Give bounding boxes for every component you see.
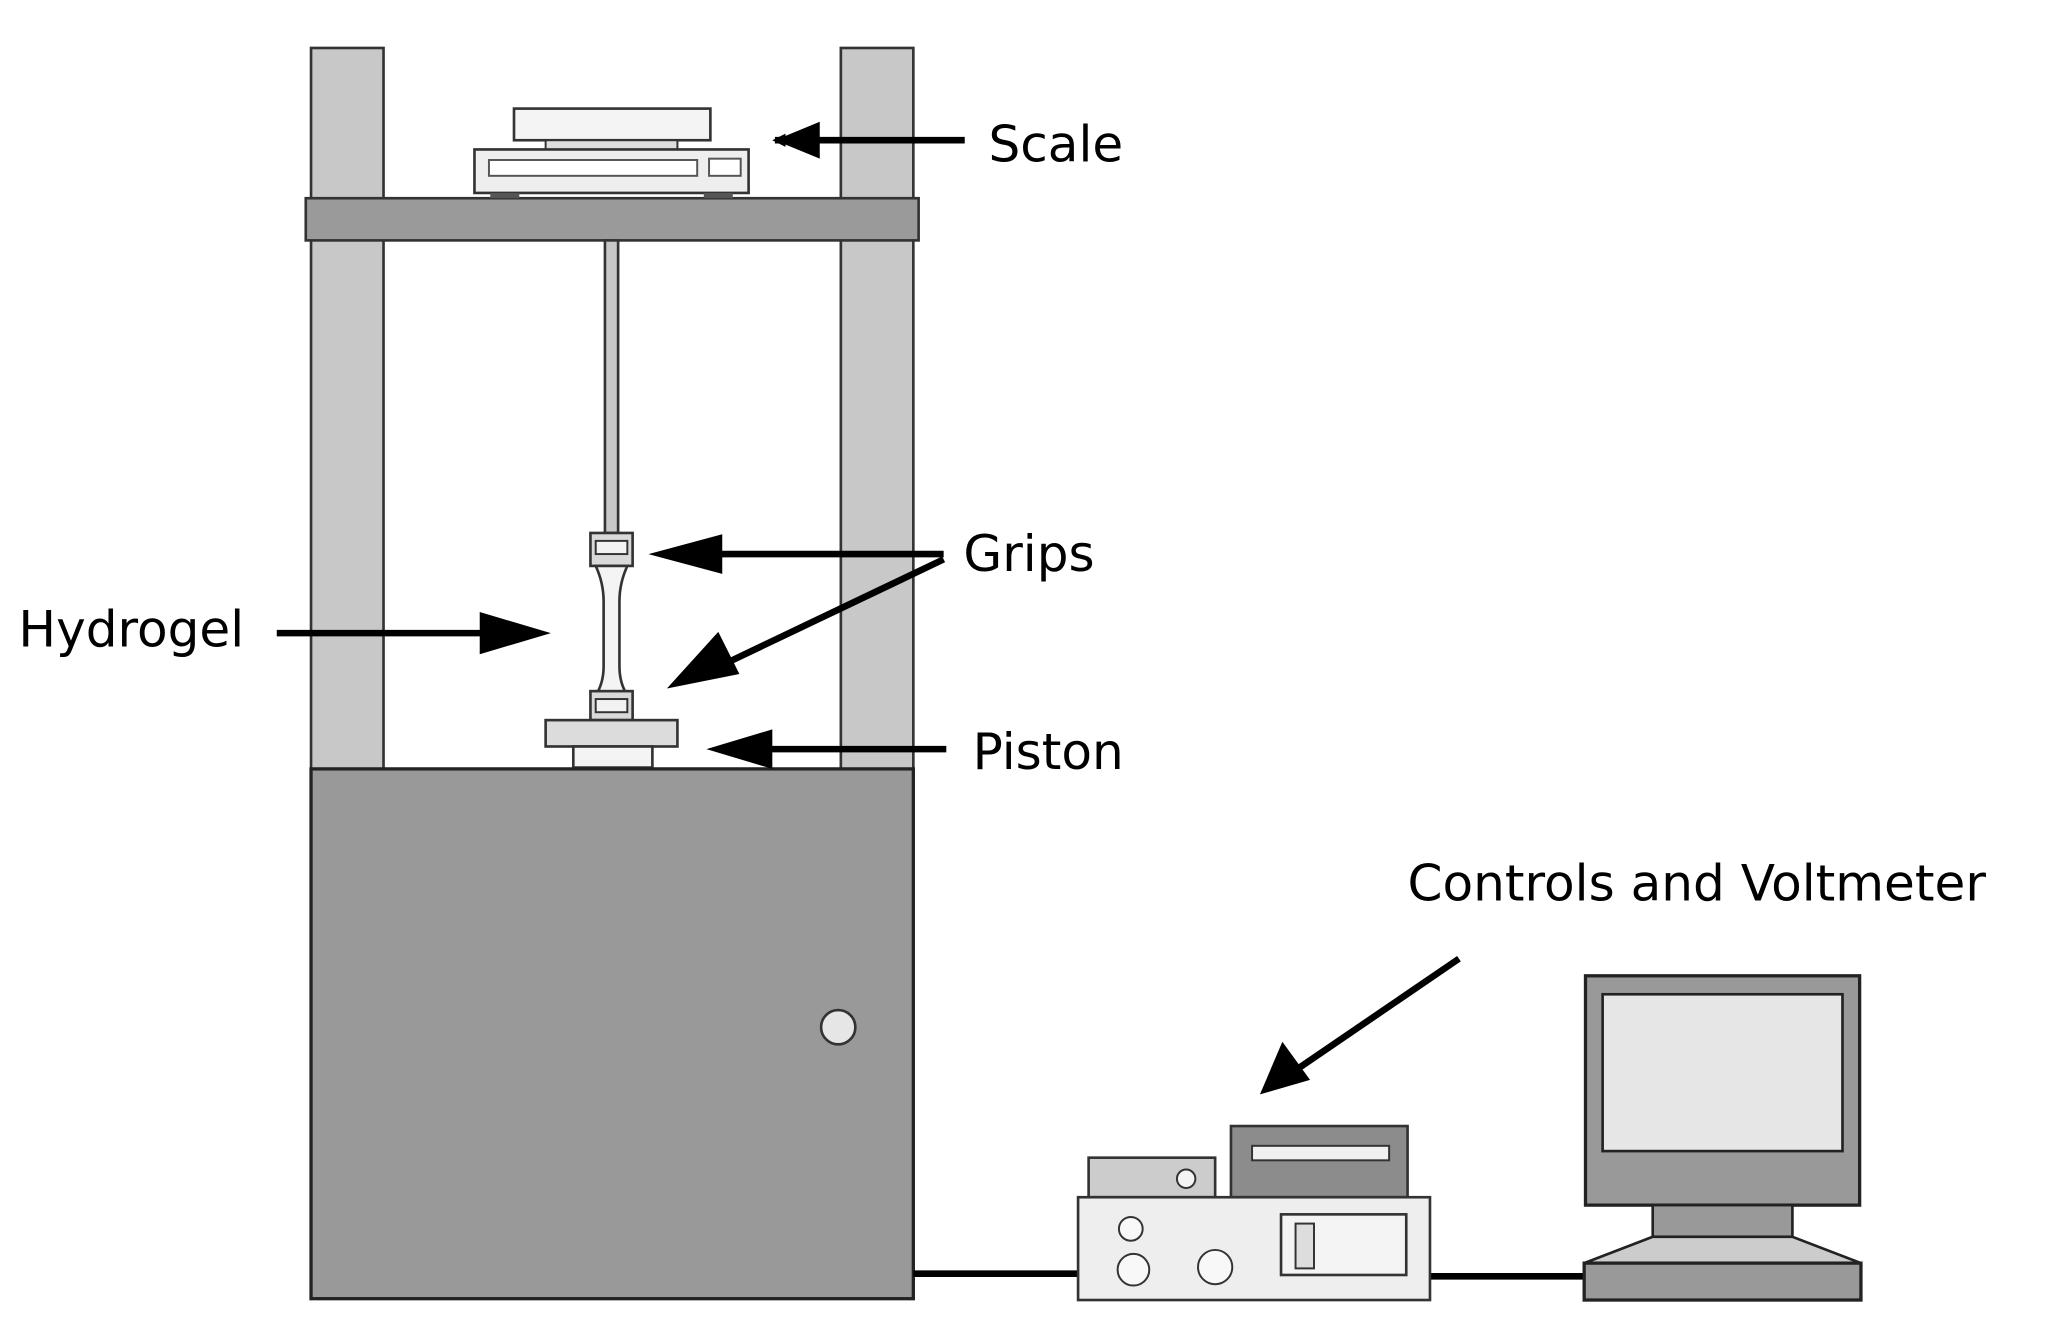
voltmeter-display <box>1251 1144 1391 1162</box>
label-controls: Controls and Voltmeter <box>1408 855 1987 913</box>
lower-grip-jaw <box>594 698 629 714</box>
right-column <box>839 46 915 772</box>
piston-plate <box>544 718 679 748</box>
test-frame <box>304 46 920 772</box>
label-grips: Grips <box>963 525 1094 583</box>
scale <box>473 107 750 199</box>
scale-pan <box>512 107 712 142</box>
arrows <box>276 121 1461 1095</box>
label-hydrogel: Hydrogel <box>18 600 244 658</box>
label-scale: Scale <box>988 115 1123 173</box>
arrow-scale-head <box>774 121 820 159</box>
scale-display <box>708 157 742 177</box>
computer <box>1582 974 1863 1302</box>
labels: Scale Grips Hydrogel Piston Controls and… <box>18 115 1986 912</box>
arrow-hydrogel-head <box>479 612 551 655</box>
arrow-grips-upper-head <box>648 534 723 574</box>
voltmeter-top-box <box>1229 1124 1409 1199</box>
voltmeter-dial-icon <box>1175 1168 1197 1189</box>
controls-knob-right <box>1197 1248 1234 1286</box>
cabinet-knob <box>819 1008 857 1046</box>
controls-unit <box>1076 1124 1432 1302</box>
cables <box>913 1270 1585 1280</box>
monitor-screen <box>1601 992 1844 1153</box>
controls-knob-left <box>1116 1252 1151 1287</box>
cabinet-body <box>309 767 915 1301</box>
cabinet <box>309 767 915 1301</box>
monitor-stand <box>1583 1235 1862 1265</box>
hydrogel-specimen <box>593 564 630 697</box>
label-piston: Piston <box>973 723 1124 781</box>
controls-switch <box>1294 1222 1315 1270</box>
controls-knob-small <box>1117 1216 1144 1242</box>
specimen-assembly <box>544 239 679 769</box>
crossbeam <box>304 196 920 242</box>
load-rod <box>603 239 620 535</box>
arrow-grips-lower-head <box>666 631 740 689</box>
scale-slot <box>487 159 699 177</box>
scale-foot-right <box>703 192 733 199</box>
monitor-neck <box>1651 1203 1794 1239</box>
arrow-controls-head <box>1259 1041 1311 1095</box>
arrow-grips-lower <box>710 556 946 674</box>
arrow-piston-head <box>706 729 773 769</box>
scale-foot-left <box>490 192 520 199</box>
piston-base <box>571 745 654 769</box>
left-column <box>309 46 385 772</box>
computer-base <box>1582 1261 1863 1302</box>
upper-grip-jaw <box>594 539 629 556</box>
arrow-controls <box>1295 955 1461 1073</box>
